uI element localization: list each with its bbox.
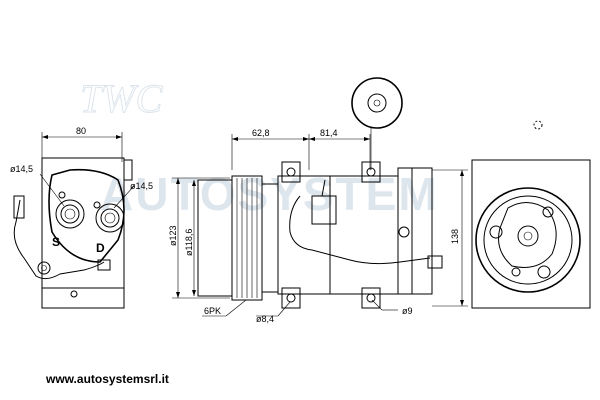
left-rear-view: 80 ø14,5 ø14,5 S D: [10, 126, 153, 309]
clutch-plate-detail: [351, 77, 403, 170]
pulley-diameter-dimension: ø118,6: [184, 229, 194, 256]
height-dimension: 138: [450, 229, 460, 244]
belt-profile: 6PK: [204, 306, 221, 316]
side-view: 62,8 81,4 ø123 ø118,6: [168, 128, 468, 324]
outer-diameter-dimension: ø123: [168, 225, 178, 246]
discharge-port-diameter: ø14,5: [130, 181, 153, 191]
body-offset-dimension: 81,4: [320, 128, 338, 138]
suction-label: S: [52, 235, 60, 249]
rear-width-dimension: 80: [76, 126, 86, 136]
watermark-script: TWC: [80, 76, 164, 121]
watermark: TWC AUTOSYSTEM: [80, 76, 439, 221]
discharge-label: D: [96, 241, 105, 255]
large-mount-hole: ø9: [402, 306, 413, 316]
small-mount-hole: ø8,4: [256, 314, 274, 324]
right-front-view: [471, 120, 591, 309]
pulley-offset-dimension: 62,8: [252, 128, 270, 138]
website-link[interactable]: www.autosystemsrl.it: [46, 372, 169, 386]
watermark-text: AUTOSYSTEM: [100, 168, 439, 220]
suction-port-diameter: ø14,5: [10, 164, 33, 174]
